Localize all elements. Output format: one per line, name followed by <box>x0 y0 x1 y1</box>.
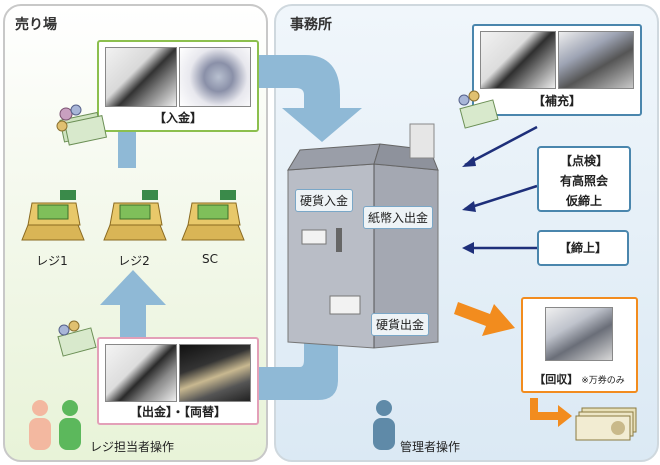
inspect-box: 【点検】 有高照会 仮締上 <box>537 146 631 212</box>
payout-photo-left <box>105 344 177 402</box>
payout-flow-arrow <box>258 338 338 400</box>
collect-photo-box: 【回収】※万券のみ <box>521 297 638 393</box>
inspect-title: 【点検】 <box>559 154 608 168</box>
payout-caption: 【出金】・【両替】 <box>129 405 226 419</box>
deposit-flow-arrow <box>258 55 362 142</box>
from-registers-bar <box>118 128 136 168</box>
cash-register-icon <box>103 190 167 241</box>
office-title: 事務所 <box>290 17 332 33</box>
inspect-line-2: 仮締上 <box>565 194 602 208</box>
deposit-photo-right <box>179 47 251 107</box>
banknote-icon <box>575 407 637 441</box>
register-label-sc: SC <box>202 252 218 266</box>
bill-io-label: 紙幣入出金 <box>363 206 434 229</box>
deposit-caption: 【入金】 <box>153 111 202 125</box>
cash-register-icon <box>181 190 245 241</box>
banknote-icon <box>458 90 499 129</box>
inspect-line-1: 有高照会 <box>559 174 608 188</box>
collect-photo <box>545 307 613 361</box>
coin-out-label: 硬貨出金 <box>371 313 430 336</box>
replenish-caption: 【補充】 <box>532 94 581 108</box>
replenish-arrow <box>464 125 538 167</box>
coin-in-label: 硬貨入金 <box>295 189 354 212</box>
register-label-1: レジ1 <box>36 254 68 268</box>
collect-caption: 【回収】 <box>534 373 579 386</box>
deposit-photo-left <box>105 47 177 107</box>
collect-to-notes-arrow <box>530 398 572 427</box>
office-operator-label: 管理者操作 <box>400 440 461 454</box>
cash-register-icon <box>21 190 85 241</box>
replenish-photo-left <box>480 31 556 89</box>
deposit-photo-box: 【入金】 <box>97 40 259 132</box>
replenish-photo-box: 【補充】 <box>472 24 642 116</box>
replenish-photo-right <box>558 31 634 89</box>
collect-note: ※万券のみ <box>581 376 625 386</box>
payout-photo-right <box>179 344 251 402</box>
payout-photo-box: 【出金】・【両替】 <box>97 337 259 425</box>
close-box: 【締上】 <box>537 230 629 266</box>
person-icon <box>373 400 395 450</box>
cash-machine <box>287 123 439 349</box>
collect-caption-row: 【回収】※万券のみ <box>523 371 636 387</box>
inspect-arrow <box>464 184 538 211</box>
banknote-icon <box>56 104 108 146</box>
to-registers-arrow <box>100 270 166 340</box>
collect-arrow <box>454 302 515 336</box>
banknote-icon <box>57 320 97 357</box>
sales-floor-title: 売り場 <box>15 17 57 33</box>
person-icon <box>29 400 81 450</box>
sales-operator-label: レジ担当者操作 <box>90 440 175 454</box>
register-label-2: レジ2 <box>118 254 150 268</box>
registers-row <box>21 190 245 241</box>
